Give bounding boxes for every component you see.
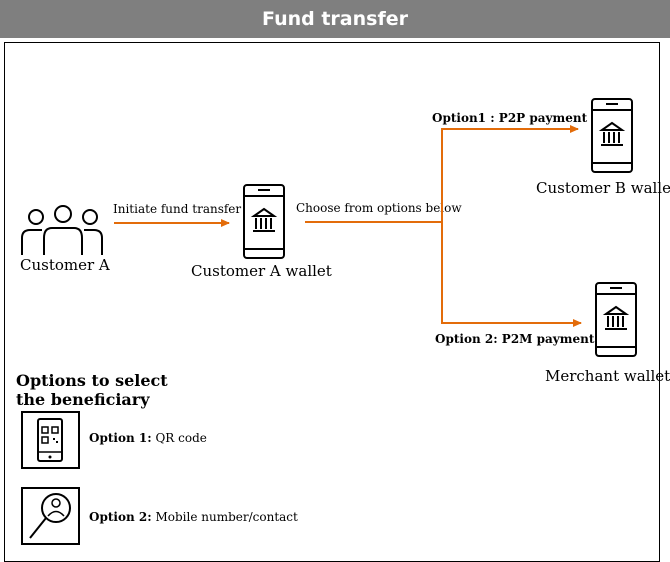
option1-arrow-label: Option1 : P2P payment <box>432 111 588 125</box>
page-title: Fund transfer <box>262 8 408 30</box>
customer-b-wallet-label: Customer B wallet <box>536 179 670 197</box>
initiate-label: Initiate fund transfer <box>113 202 241 216</box>
option2-beneficiary-label: Option 2: <box>89 510 152 524</box>
beneficiary-heading-line1: Options to select <box>16 371 168 390</box>
merchant-wallet-label: Merchant wallet <box>545 367 670 385</box>
qr-phone-icon <box>21 411 80 469</box>
bank-wallet-icon <box>591 98 633 173</box>
option1-beneficiary-label: Option 1: <box>89 431 152 445</box>
customer-a-wallet-label: Customer A wallet <box>191 262 332 280</box>
beneficiary-heading-line2: the beneficiary <box>16 390 150 409</box>
group-people-icon <box>21 205 103 255</box>
p2p-arrow <box>441 125 579 222</box>
customer-a-label: Customer A <box>20 256 110 274</box>
option2-arrow-label: Option 2: P2M payment <box>435 332 595 346</box>
option1-beneficiary: Option 1: QR code <box>89 431 207 445</box>
option2-beneficiary: Option 2: Mobile number/contact <box>89 510 298 524</box>
option1-beneficiary-text: QR code <box>155 431 206 445</box>
bank-wallet-icon <box>595 282 637 357</box>
p2m-arrow <box>441 222 582 327</box>
option2-beneficiary-text: Mobile number/contact <box>155 510 298 524</box>
bank-wallet-icon <box>243 184 285 259</box>
contact-search-icon <box>21 487 80 545</box>
page-header: Fund transfer <box>0 0 670 38</box>
choose-label: Choose from options below <box>296 201 462 215</box>
